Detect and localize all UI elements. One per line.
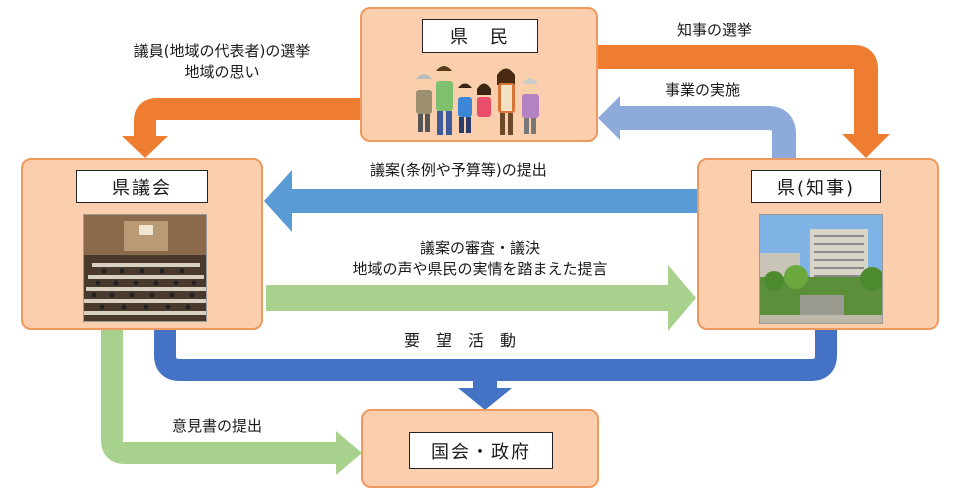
label-member-election: 議員(地域の代表者)の選挙 地域の思い [112,41,332,83]
arrow-petition [154,328,837,410]
citizens-box: 県 民 [360,7,598,142]
diet-government-box: 国会・政府 [361,409,599,488]
arrow-deliberation [266,265,696,331]
arrow-bill-submission [264,170,697,232]
label-member-election-line1: 議員(地域の代表者)の選挙 [133,42,311,60]
governor-title: 県(知事) [751,170,881,203]
label-bill-submission: 議案(条例や予算等)の提出 [370,161,547,179]
label-deliberation: 議案の審査・議決 地域の声や県民の実情を踏まえた提言 [320,238,640,280]
governor-box: 県(知事) [697,158,939,330]
label-project-implementation: 事業の実施 [665,81,741,99]
arrow-governor-election [596,45,890,158]
label-deliberation-line2: 地域の声や県民の実情を踏まえた提言 [352,260,608,278]
arrow-member-election [122,98,362,158]
assembly-hall-photo [83,214,207,322]
prefectural-office-photo [759,214,883,324]
arrow-opinion-submission [101,328,362,475]
arrow-project-implementation [598,96,796,160]
label-governor-election: 知事の選挙 [677,21,753,39]
label-deliberation-line1: 議案の審査・議決 [419,239,540,257]
family-illustration [416,64,539,135]
label-member-election-line2: 地域の思い [184,63,260,81]
citizens-title: 県 民 [422,19,538,53]
assembly-box: 県議会 [21,158,263,330]
label-opinion-submission: 意見書の提出 [172,417,263,435]
label-petition: 要 望 活 動 [404,331,517,350]
diet-government-title: 国会・政府 [409,432,553,469]
assembly-title: 県議会 [76,170,208,203]
